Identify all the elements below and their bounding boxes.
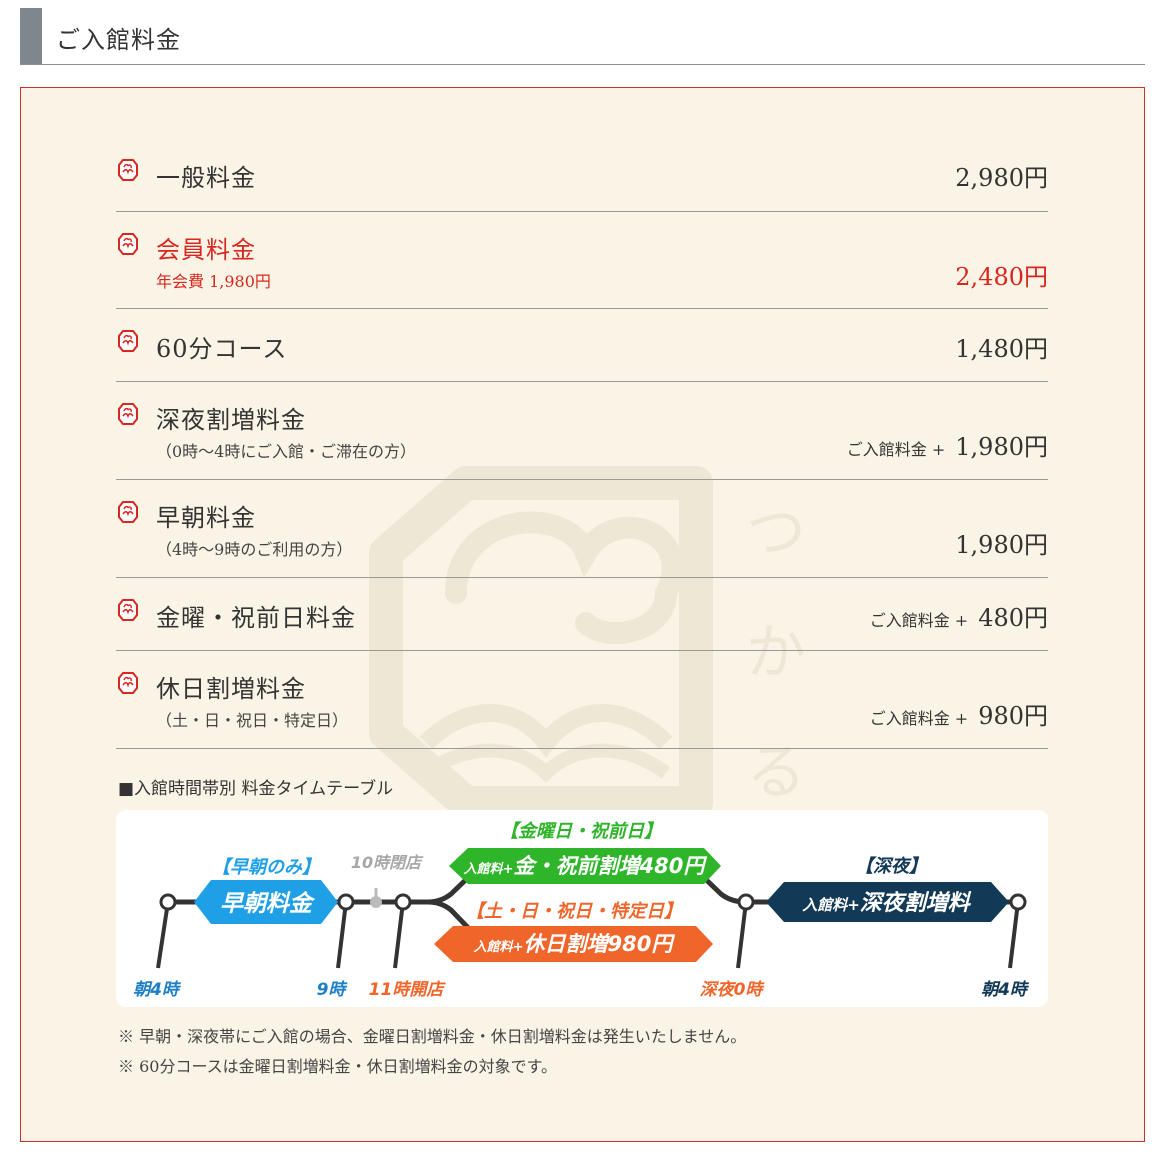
holiday-badge [434,926,713,962]
friday-text: 入館料+金・祝前割増480円 [463,854,708,878]
price-row-friday: 金曜・祝前日料金 ご入館料金 + 480円 [116,578,1048,651]
price-amount: 980円 [978,702,1048,730]
tick-4am-end [1008,901,1020,969]
price-label: 一般料金 [156,164,256,192]
closed-dot [370,896,382,908]
price-value: 1,980円 [955,525,1048,560]
bath-logo-icon [118,672,138,694]
price-sub: （土・日・祝日・特定日） [156,711,349,730]
node-11 [394,893,412,911]
note-2: ※ 60分コースは金曜日割増料金・休日割増料金の対象です。 [118,1057,558,1076]
price-row-early-morning: 早朝料金 （4時～9時のご利用の方） 1,980円 [116,480,1048,578]
price-row-member: 会員料金 年会費 1,980円 2,480円 [116,212,1048,309]
friday-badge [449,848,721,884]
section-title: ご入館料金 [56,26,181,54]
price-label: 会員料金 [156,236,256,264]
price-prefix: ご入館料金 + [869,709,969,728]
price-label: 早朝料金 [156,504,256,532]
price-panel: つ か る 一般料金 2,980円 会員料金 年会費 1,980円 2,480円… [20,87,1145,1142]
watermark-text-1: つ [746,498,806,568]
bath-logo-icon [118,330,138,352]
price-value: 1,480円 [955,329,1048,364]
early-badge [194,880,338,924]
night-label: 深夜割増料 [860,890,972,916]
watermark-text-2: か [746,618,806,688]
tick-9 [336,901,348,969]
early-tag: 【早朝のみ】 [212,857,320,878]
price-label: 60分コース [156,335,288,363]
price-list: 一般料金 2,980円 会員料金 年会費 1,980円 2,480円 60分コー… [116,138,1048,749]
friday-label: 金・祝前割増480円 [514,854,708,878]
night-tag: 【深夜】 [855,856,927,877]
price-amount: 2,980円 [955,164,1048,192]
watermark-text-3: る [746,738,806,808]
price-row-holiday: 休日割増料金 （土・日・祝日・特定日） ご入館料金 + 980円 [116,651,1048,749]
tick-4am [156,901,170,969]
tick-11 [393,901,405,969]
price-sub: （0時～4時にご入館・ご滞在の方） [156,442,417,461]
price-value: ご入館料金 + 980円 [870,696,1048,731]
header-accent-bar [20,8,42,64]
price-amount: 1,480円 [955,335,1048,363]
node-0 [737,893,755,911]
friday-tag: 【金曜日・祝前日】 [500,821,662,842]
section-header: ご入館料金 [20,8,1145,65]
time-label-9: 9時 [317,980,349,1000]
node-4am-end [1009,893,1027,911]
price-amount: 1,980円 [955,433,1048,461]
timetable-title: ■入館時間帯別 料金タイムテーブル [118,779,394,799]
price-row-60min: 60分コース 1,480円 [116,309,1048,382]
night-badge [766,882,1009,922]
price-value: ご入館料金 + 1,980円 [847,427,1048,462]
price-prefix: ご入館料金 + [846,440,946,459]
night-prefix: 入館料+ [802,896,860,914]
time-label-4am-end: 朝4時 [981,980,1030,1000]
bath-logo-icon [118,233,138,255]
bath-logo-icon [118,599,138,621]
node-9 [337,893,355,911]
price-amount: 2,480円 [955,263,1048,291]
timetable-diagram: 【早朝のみ】 早朝料金 10時閉店 【金曜日・祝前日】 入館料+金・祝前割増48… [133,821,1030,1000]
price-value: 2,980円 [955,158,1048,193]
bath-logo-icon [118,501,138,523]
price-label: 金曜・祝前日料金 [156,604,356,632]
bath-logo-icon [118,403,138,425]
note-1: ※ 早朝・深夜帯にご入館の場合、金曜日割増料金・休日割増料金は発生いたしません。 [118,1027,747,1046]
price-value: ご入館料金 + 480円 [870,598,1048,633]
price-amount: 1,980円 [955,531,1048,559]
watermark-logo-icon: つ か る [369,466,806,820]
price-prefix: ご入館料金 + [869,611,969,630]
closed-label: 10時閉店 [351,853,424,872]
early-label: 早朝料金 [220,890,316,917]
price-label: 休日割増料金 [156,675,306,703]
timetable-box: 【早朝のみ】 早朝料金 10時閉店 【金曜日・祝前日】 入館料+金・祝前割増48… [116,810,1048,1007]
holiday-tag: 【土・日・祝日・特定日】 [466,901,682,922]
time-label-4am: 朝4時 [133,980,182,1000]
holiday-label: 休日割増980円 [524,932,676,956]
price-sub: 年会費 1,980円 [156,272,271,291]
price-value: 2,480円 [955,257,1048,292]
bath-logo-icon [118,159,138,181]
price-amount: 480円 [978,604,1048,632]
time-label-11: 11時開店 [369,980,447,1000]
night-text: 入館料+深夜割増料 [802,890,972,916]
price-label: 深夜割増料金 [156,406,306,434]
time-label-0: 深夜0時 [700,980,766,1000]
price-sub: （4時～9時のご利用の方） [156,540,353,559]
friday-prefix: 入館料+ [463,861,514,877]
tick-0 [736,901,748,969]
price-row-late-night: 深夜割増料金 （0時～4時にご入館・ご滞在の方） ご入館料金 + 1,980円 [116,382,1048,480]
price-row-general: 一般料金 2,980円 [116,138,1048,212]
node-4am [159,893,177,911]
holiday-prefix: 入館料+ [473,939,524,955]
holiday-text: 入館料+休日割増980円 [473,932,676,956]
